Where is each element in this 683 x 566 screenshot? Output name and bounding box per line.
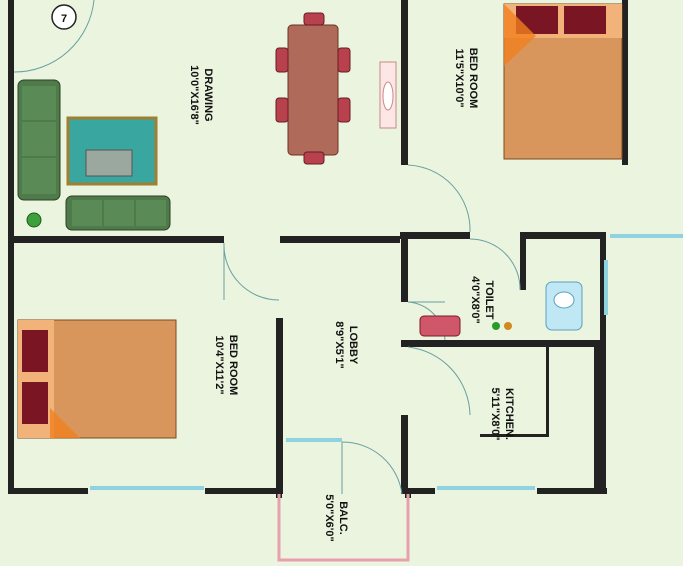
walls <box>8 0 628 498</box>
svg-text:5'0"X6'0": 5'0"X6'0" <box>323 494 335 541</box>
coffee-table <box>85 149 133 177</box>
window-kitchen <box>437 486 535 490</box>
plot-number: 7 <box>61 13 67 25</box>
window-right <box>610 234 683 238</box>
svg-text:BED ROOM: BED ROOM <box>227 335 239 396</box>
room-label-drawing: DRAWING 10'0"X16'8" <box>188 65 214 125</box>
svg-text:5'11"X8'0": 5'11"X8'0" <box>489 388 501 441</box>
room-label-bedroom-left: BED ROOM 10'4"X11'2" <box>213 335 239 396</box>
svg-text:DRAWING: DRAWING <box>202 68 214 121</box>
door-drawing-entry <box>13 0 95 73</box>
dining-table <box>287 24 339 156</box>
room-label-toilet: TOILET 4'0"X8'0" <box>469 276 495 323</box>
door-bedroom-top <box>407 164 471 233</box>
windows <box>90 234 683 490</box>
bed-left <box>17 319 177 439</box>
door-left-bedroom <box>223 242 280 301</box>
plant <box>26 212 42 228</box>
svg-text:10'0"X16'8": 10'0"X16'8" <box>188 65 200 125</box>
svg-text:TOILET: TOILET <box>483 281 495 320</box>
window-lobby <box>286 438 342 442</box>
svg-text:11'5"X10'0": 11'5"X10'0" <box>453 48 465 107</box>
window-toilet <box>604 260 608 315</box>
window-left-bedroom <box>90 486 204 490</box>
toilet-fixtures <box>419 281 583 337</box>
sofa-set <box>17 79 171 231</box>
svg-text:4'0"X8'0": 4'0"X8'0" <box>469 276 481 323</box>
door-balcony <box>341 441 403 495</box>
svg-text:LOBBY: LOBBY <box>347 326 359 365</box>
svg-text:8'9"X5'1": 8'9"X5'1" <box>333 321 345 368</box>
svg-text:BED ROOM: BED ROOM <box>467 48 479 109</box>
svg-text:KITCHEN.: KITCHEN. <box>503 388 515 440</box>
room-label-bedroom-top: BED ROOM 11'5"X10'0" <box>453 48 479 109</box>
dining-set <box>275 12 397 165</box>
bed-top <box>503 3 623 160</box>
balcony-rail <box>277 494 410 562</box>
svg-text:10'4"X11'2": 10'4"X11'2" <box>213 335 225 394</box>
door-kitchen <box>407 346 471 416</box>
basin <box>419 315 461 337</box>
room-label-lobby: LOBBY 8'9"X5'1" <box>333 321 359 368</box>
svg-text:BALC.: BALC. <box>337 501 349 535</box>
door-toilet <box>469 238 521 291</box>
room-label-kitchen: KITCHEN. 5'11"X8'0" <box>489 388 515 441</box>
room-label-balcony: BALC. 5'0"X6'0" <box>323 494 349 541</box>
plot-number-badge: 7 <box>51 4 77 30</box>
